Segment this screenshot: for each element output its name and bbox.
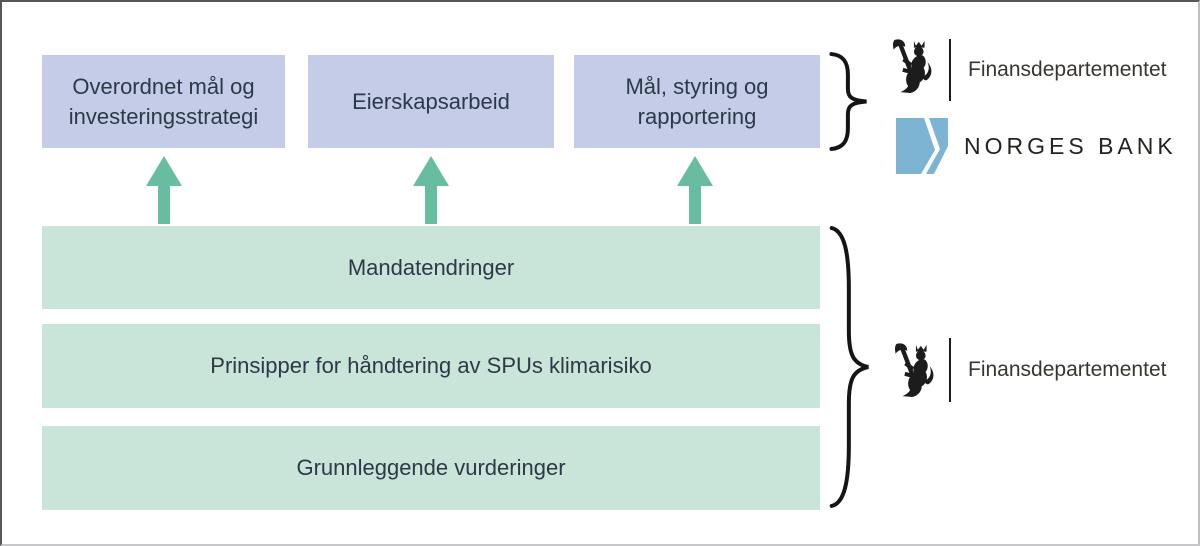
box-mandatendringer: Mandatendringer xyxy=(42,226,820,309)
box-eierskapsarbeid-label: Eierskapsarbeid xyxy=(352,88,510,114)
box-grunnleggende-label: Grunnleggende vurderinger xyxy=(296,455,566,480)
logo-divider xyxy=(949,39,951,101)
box-grunnleggende: Grunnleggende vurderinger xyxy=(42,426,820,510)
curly-brace-bottom-icon xyxy=(826,222,874,512)
norway-coat-of-arms-lion-icon xyxy=(895,343,934,398)
curly-brace-top-icon xyxy=(826,52,872,151)
arrow-up-icon xyxy=(146,156,182,224)
finansdepartementet-label-top: Finansdepartementet xyxy=(968,58,1167,81)
box-mandatendringer-label: Mandatendringer xyxy=(347,254,515,280)
logo-divider xyxy=(949,338,951,402)
box-mal-styring-label: Mål, styring og rapportering xyxy=(625,74,769,129)
norges-bank-n-mark-icon xyxy=(896,118,948,174)
box-overordnet-mal-label: Overordnet mål og investeringsstrategi xyxy=(68,74,259,129)
box-overordnet-mal: Overordnet mål og investeringsstrategi xyxy=(42,55,285,148)
box-prinsipper-label: Prinsipper for håndtering av SPUs klimar… xyxy=(210,353,652,378)
arrow-up-icon xyxy=(413,156,449,224)
finansdepartementet-label-bottom: Finansdepartementet xyxy=(968,358,1167,381)
box-eierskapsarbeid: Eierskapsarbeid xyxy=(308,55,554,148)
norges-bank-label: NORGES BANK xyxy=(964,133,1177,159)
box-mal-styring: Mål, styring og rapportering xyxy=(574,55,820,148)
box-prinsipper: Prinsipper for håndtering av SPUs klimar… xyxy=(42,324,820,408)
arrow-up-icon xyxy=(677,156,713,224)
norway-coat-of-arms-lion-icon xyxy=(893,39,932,94)
